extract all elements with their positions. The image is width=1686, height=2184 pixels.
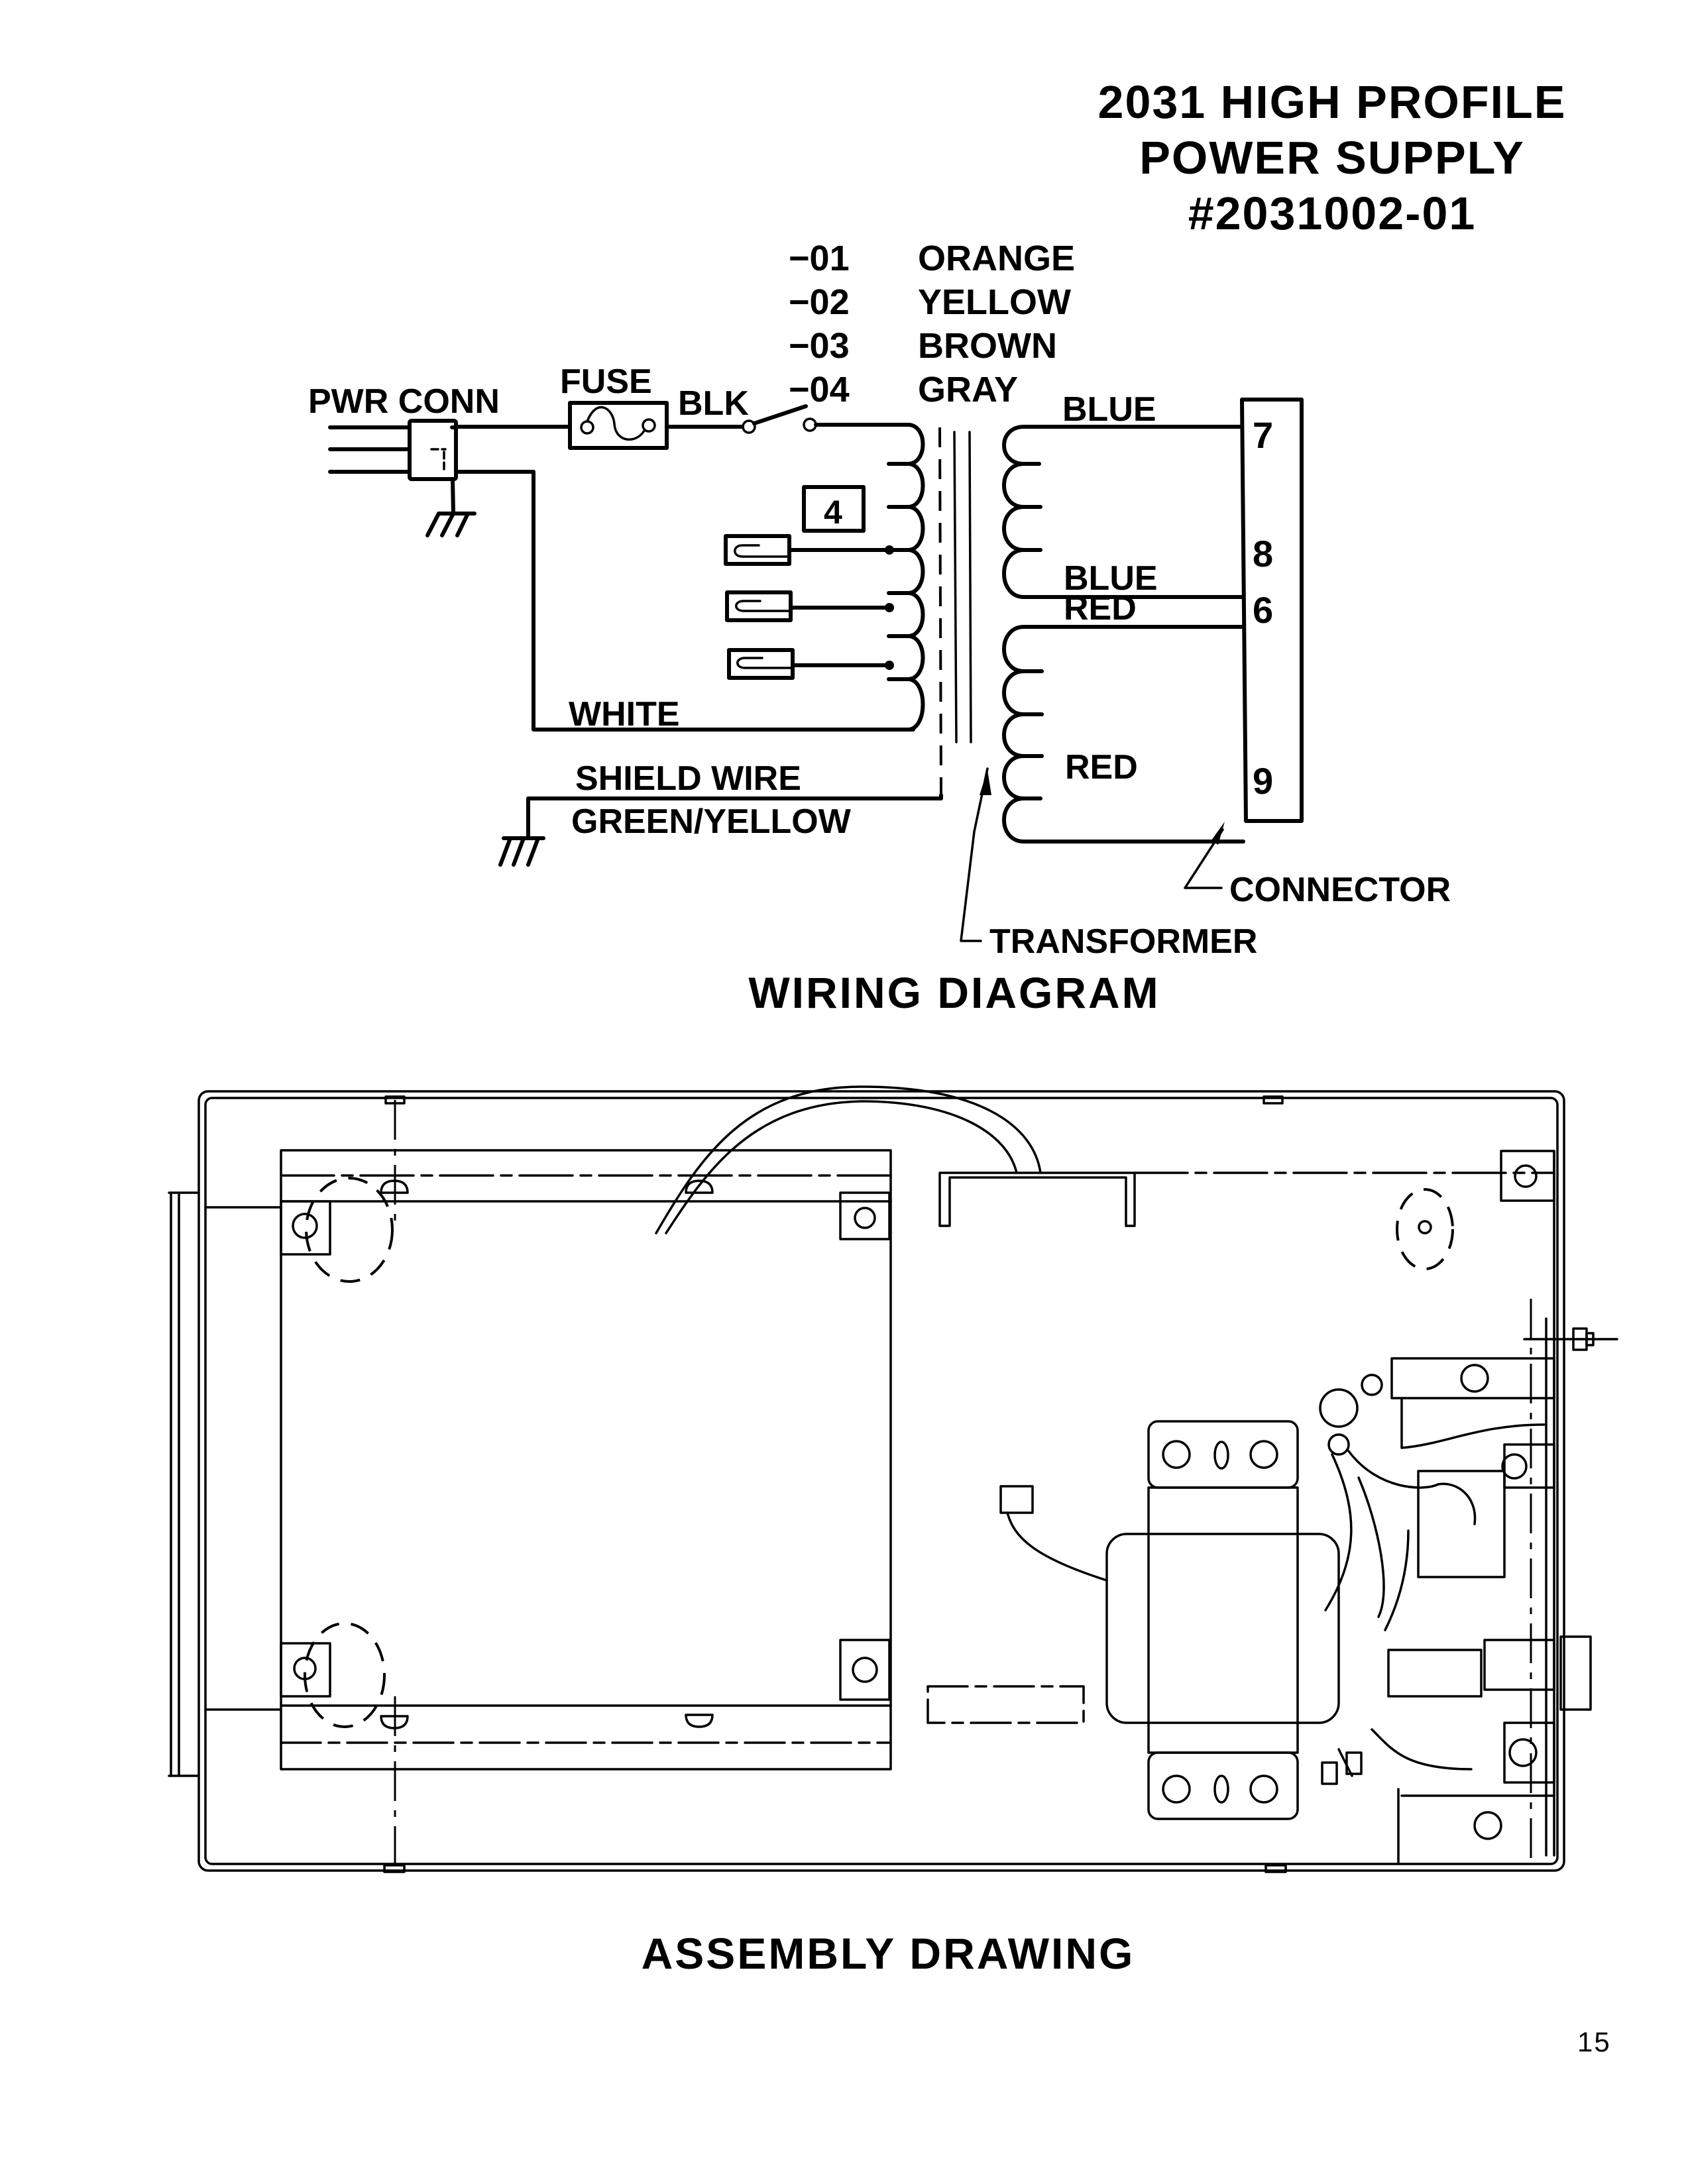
title-line-2: POWER SUPPLY <box>1139 132 1525 184</box>
legend-code-03: −03 <box>789 326 850 366</box>
legend-color-yellow: YELLOW <box>918 282 1071 322</box>
primary-winding <box>906 423 925 732</box>
chassis-inner <box>204 1097 1559 1865</box>
wiring-diagram-heading: WIRING DIAGRAM <box>748 968 1160 1017</box>
transformer-core <box>938 427 972 796</box>
legend-color-orange: ORANGE <box>918 239 1075 278</box>
secondary-winding-lower <box>1002 625 1026 844</box>
power-connector-symbol <box>328 419 458 481</box>
legend-code-01: −01 <box>789 239 850 278</box>
secondary-winding-upper <box>1002 425 1026 599</box>
wire-label-blue-8: BLUE <box>1064 559 1158 598</box>
pin-8: 8 <box>1253 533 1273 574</box>
switch-symbol <box>742 404 817 434</box>
screw <box>1514 1164 1538 1188</box>
transformer-body <box>1105 1420 1340 1820</box>
left-flange <box>168 1191 200 1777</box>
legend-code-04: −04 <box>789 370 850 410</box>
right-components <box>1319 1357 1592 1863</box>
page-number: 15 <box>1577 2026 1611 2057</box>
label-shield-wire: SHIELD WIRE <box>575 759 801 798</box>
connector-pointer: CONNECTOR <box>1184 822 1451 909</box>
pin-9: 9 <box>1253 760 1273 802</box>
legend-color-brown: BROWN <box>918 326 1057 366</box>
pin-7: 7 <box>1253 414 1273 456</box>
cable <box>655 1085 1042 1234</box>
title-line-1: 2031 HIGH PROFILE <box>1097 76 1567 128</box>
label-white: WHITE <box>569 695 680 734</box>
label-fuse: FUSE <box>560 362 652 401</box>
fuse-symbol <box>568 401 669 450</box>
connector-block: 7 8 6 9 <box>1240 398 1304 823</box>
pin-6: 6 <box>1253 589 1273 631</box>
legend-color-gray: GRAY <box>918 370 1018 410</box>
ground-symbol-2 <box>498 836 545 867</box>
wire-label-red-9: RED <box>1065 748 1138 787</box>
label-connector: CONNECTOR <box>1229 871 1451 909</box>
label-pwr-conn: PWR CONN <box>308 382 500 421</box>
document-title: 2031 HIGH PROFILE POWER SUPPLY #2031002-… <box>1034 74 1630 241</box>
label-blk: BLK <box>678 384 749 423</box>
tap-box-label: 4 <box>824 494 842 531</box>
left-module <box>204 1149 892 1771</box>
wiring-diagram: −01 ORANGE −02 YELLOW −03 BROWN −04 GRAY… <box>308 239 1451 961</box>
tap-connectors <box>724 534 894 680</box>
label-transformer: TRANSFORMER <box>989 922 1257 961</box>
assembly-drawing-heading: ASSEMBLY DRAWING <box>641 1929 1135 1978</box>
part-number: #2031002-01 <box>1188 188 1477 239</box>
wire-label-blue-7: BLUE <box>1062 390 1156 429</box>
ground-symbol-1 <box>425 477 477 537</box>
nut <box>1523 1327 1618 1351</box>
label-green-yellow: GREEN/YELLOW <box>571 802 852 841</box>
chassis-outer <box>197 1090 1565 1872</box>
top-connector-block <box>938 1172 1555 1227</box>
variant-legend: −01 ORANGE −02 YELLOW −03 BROWN −04 GRAY <box>789 239 1075 410</box>
transformer-pointer: TRANSFORMER <box>960 767 1257 961</box>
foot-outline <box>1396 1188 1454 1270</box>
legend-code-02: −02 <box>789 282 850 322</box>
wire-label-red-6: RED <box>1064 589 1137 628</box>
tap-box <box>802 485 866 533</box>
